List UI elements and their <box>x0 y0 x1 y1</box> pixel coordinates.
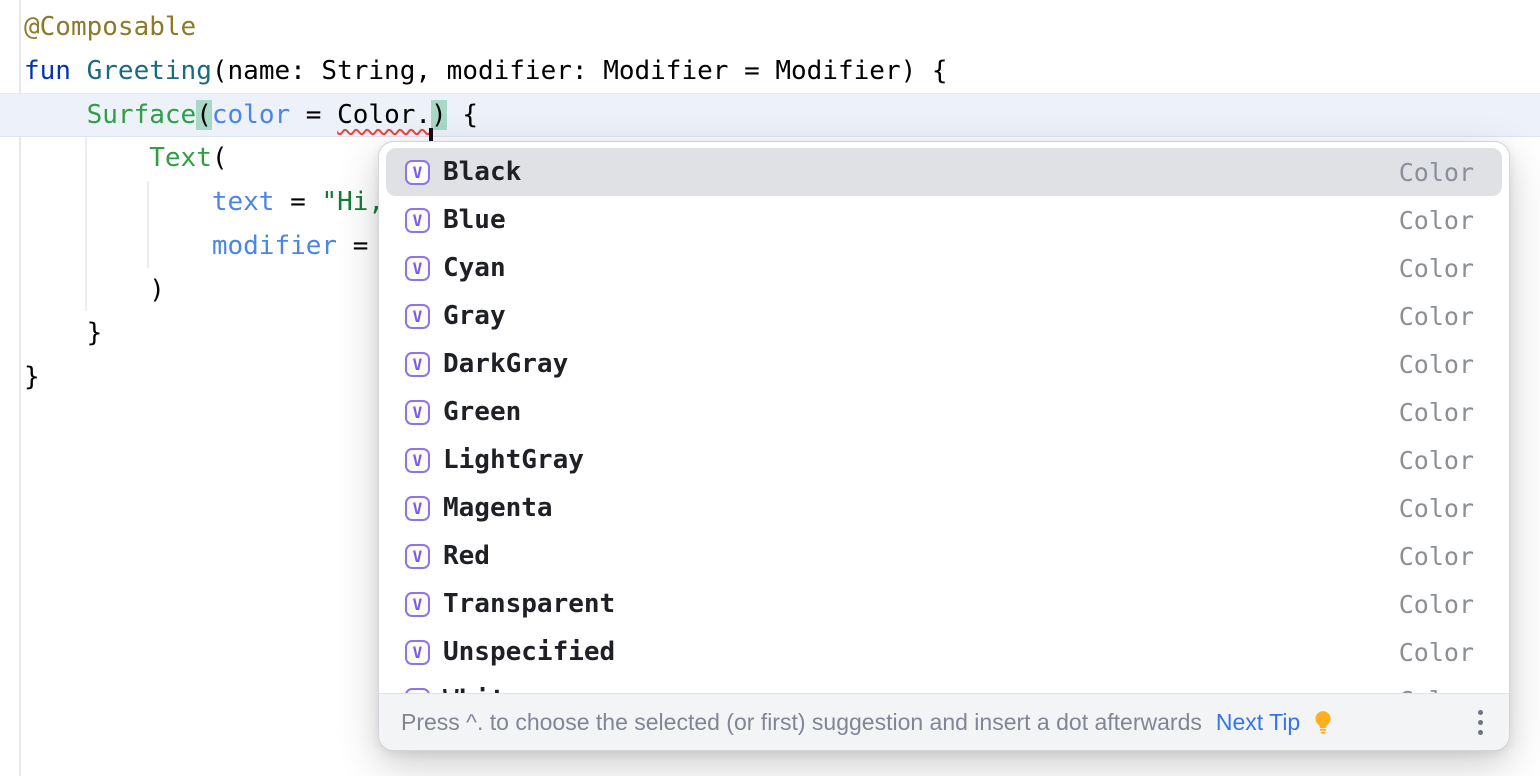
completion-item-type: Color <box>1398 301 1474 331</box>
completion-item-label: Blue <box>443 205 506 235</box>
completion-item-type: Color <box>1398 637 1474 667</box>
completion-item[interactable]: V DarkGray Color <box>386 340 1502 388</box>
completion-item[interactable]: V Red Color <box>386 532 1502 580</box>
completion-item-label: Red <box>443 541 490 571</box>
variable-icon: V <box>405 399 430 425</box>
completion-item-type: Color <box>1398 493 1474 523</box>
current-line-highlight <box>0 93 1540 137</box>
completion-item-type: Color <box>1398 349 1474 379</box>
code-line: } <box>24 318 103 349</box>
completion-item-label: Cyan <box>443 253 506 283</box>
completion-item[interactable]: V Unspecified Color <box>386 628 1502 676</box>
variable-icon: V <box>405 495 430 521</box>
completion-item-type: Color <box>1398 589 1474 619</box>
completion-item-label: Gray <box>443 301 506 331</box>
completion-item-type: Color <box>1398 397 1474 427</box>
completion-item[interactable]: V Magenta Color <box>386 484 1502 532</box>
variable-icon: V <box>405 303 430 329</box>
completion-item[interactable]: V Transparent Color <box>386 580 1502 628</box>
completion-item-label: Magenta <box>443 493 553 523</box>
variable-icon: V <box>405 351 430 377</box>
code-line: fun Greeting(name: String, modifier: Mod… <box>24 55 948 86</box>
code-line: modifier = <box>211 230 385 261</box>
variable-icon: V <box>405 207 430 233</box>
variable-icon: V <box>405 447 430 473</box>
completion-item[interactable]: V Green Color <box>386 388 1502 436</box>
indent-guide <box>85 137 87 311</box>
code-line: Text( <box>149 143 228 174</box>
code-area[interactable]: @Composable fun Greeting(name: String, mo… <box>0 6 1540 400</box>
code-line: } <box>24 362 40 392</box>
completion-item[interactable]: V Gray Color <box>386 292 1502 340</box>
code-line: Surface(color = Color.) { <box>0 94 1540 162</box>
completion-item[interactable]: V Blue Color <box>386 196 1502 244</box>
completion-item-label: Unspecified <box>443 637 616 667</box>
gutter-border <box>19 0 21 776</box>
code-line: text = "Hi, <box>211 187 385 217</box>
lightbulb-icon <box>1310 709 1336 735</box>
completion-item-label: Black <box>443 157 522 187</box>
code-line: ) <box>24 274 165 305</box>
variable-icon: V <box>405 639 430 665</box>
more-options-button[interactable] <box>1472 705 1489 740</box>
next-tip-link[interactable]: Next Tip <box>1215 708 1301 735</box>
completion-item-type: Color <box>1398 541 1474 571</box>
variable-icon: V <box>405 159 430 185</box>
popup-footer: Press ^. to choose the selected (or firs… <box>379 693 1509 750</box>
variable-icon: V <box>405 255 430 281</box>
completion-item-label: LightGray <box>443 445 584 475</box>
completion-item-type: Color <box>1398 205 1474 235</box>
completion-item[interactable]: V Black Color <box>386 148 1502 196</box>
completion-item[interactable]: V Cyan Color <box>386 244 1502 292</box>
completion-item-label: DarkGray <box>443 349 569 379</box>
variable-icon: V <box>405 543 430 569</box>
completion-item-type: Color <box>1398 445 1474 475</box>
code-line: @Composable <box>24 12 197 42</box>
completion-item-label: Green <box>443 397 522 427</box>
variable-icon: V <box>405 591 430 617</box>
completion-item-type: Color <box>1398 253 1474 283</box>
completion-hint-text: Press ^. to choose the selected (or firs… <box>401 708 1202 735</box>
completion-item-label: Transparent <box>443 589 616 619</box>
completion-item-type: Color <box>1398 157 1474 187</box>
indent-guide <box>147 181 149 268</box>
completion-item[interactable]: V LightGray Color <box>386 436 1502 484</box>
